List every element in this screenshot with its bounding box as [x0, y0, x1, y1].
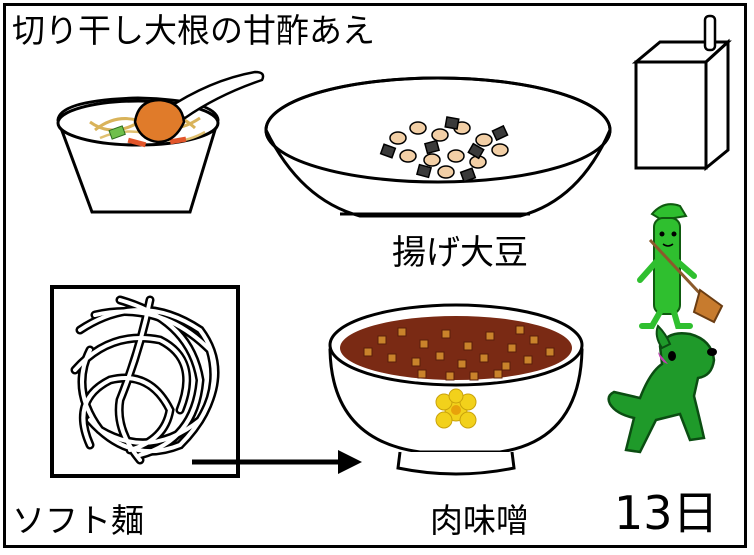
flower-emblem-icon — [435, 388, 477, 429]
date-label: 13日 — [614, 486, 719, 540]
dish-label-meat-miso: 肉味噌 — [430, 501, 529, 540]
green-dog-icon — [607, 324, 717, 454]
arrow-right-icon — [192, 450, 362, 474]
dish-label-soft-noodles: ソフト麺 — [12, 501, 144, 540]
vegetable-mascot-icon — [637, 203, 724, 329]
milk-carton-icon — [631, 14, 732, 172]
dish-label-fried-soybeans: 揚げ大豆 — [392, 233, 528, 273]
dish-title-kiriboshi: 切り干し大根の甘酢あえ — [12, 11, 375, 50]
soft-noodles-icon — [50, 285, 240, 478]
meat-miso-bowl-icon — [328, 303, 584, 476]
fried-soybeans-plate-icon — [264, 76, 612, 218]
kiriboshi-bowl-icon — [56, 70, 265, 214]
